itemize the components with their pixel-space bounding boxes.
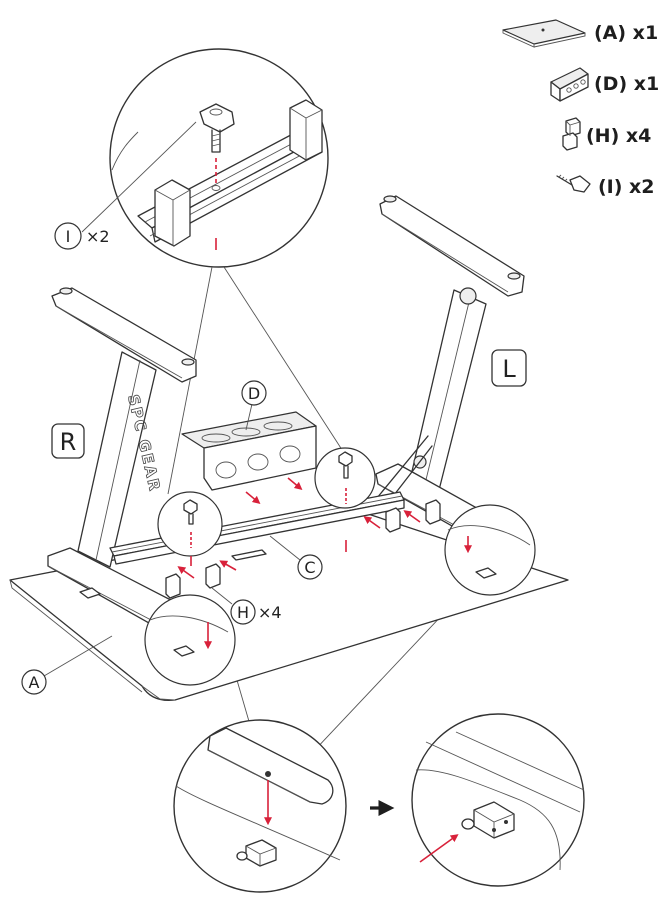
part-label-a: (A) x1 (594, 22, 658, 44)
tabletop-icon (502, 19, 586, 48)
bracket-d (181, 411, 317, 491)
screw-zoom-left (157, 491, 223, 566)
part-label-h: (H) x4 (586, 125, 651, 147)
foot-detail-step2 (411, 713, 585, 887)
red-arrows (177, 477, 421, 579)
left-side-label: L (491, 349, 527, 387)
callout-letter-a: A (29, 673, 40, 692)
callout-letter-i: I (66, 227, 71, 246)
foot-adapter-mounted-icon (461, 801, 515, 839)
callout-letter-d: D (248, 384, 260, 403)
callout-bracket-d: D (241, 380, 267, 431)
parts-list: (A) x1 (D) x1 (H) x4 (502, 19, 659, 198)
screw-zoom-right (314, 447, 376, 552)
clip-h-2 (205, 563, 221, 589)
callout-beam-c: C (269, 535, 323, 580)
svg-text:R: R (60, 428, 77, 456)
callout-screw-i: I ×2 (54, 121, 197, 250)
part-label-d: (D) x1 (594, 73, 659, 95)
clip-h-3 (385, 507, 401, 533)
foot-detail-step1 (173, 719, 347, 893)
leg-motor-icon (459, 287, 477, 305)
clip-h-4 (425, 499, 441, 525)
svg-text:L: L (502, 355, 516, 383)
part-row-d: (D) x1 (550, 67, 659, 102)
clip-h-group (165, 499, 441, 599)
beam-slot (231, 549, 267, 561)
foot-zoom-right (444, 504, 536, 596)
callout-clip-h: H ×4 (211, 587, 282, 625)
screw-i-detail-icon (199, 103, 235, 153)
part-label-i: (I) x2 (598, 176, 655, 198)
callout-tabletop-a: A (21, 635, 113, 695)
bracket-d-icon (550, 67, 589, 102)
tabletop-hole-left (79, 587, 101, 599)
part-row-a: (A) x1 (502, 19, 658, 48)
right-side-label: R (51, 423, 85, 459)
foot-zoom-left (144, 594, 236, 686)
callout-letter-c: C (304, 558, 315, 577)
screw-detail-magnifier (109, 48, 329, 268)
screw-i-icon (556, 174, 591, 193)
callout-qty-i: ×2 (86, 227, 110, 246)
foot-adapter-icon (236, 839, 277, 867)
callout-qty-h: ×4 (258, 603, 282, 622)
callout-letter-h: H (237, 603, 249, 622)
part-row-i: (I) x2 (556, 174, 655, 198)
part-row-h: (H) x4 (562, 117, 651, 151)
clip-h-icon (562, 117, 581, 151)
clip-h-1 (165, 573, 181, 599)
